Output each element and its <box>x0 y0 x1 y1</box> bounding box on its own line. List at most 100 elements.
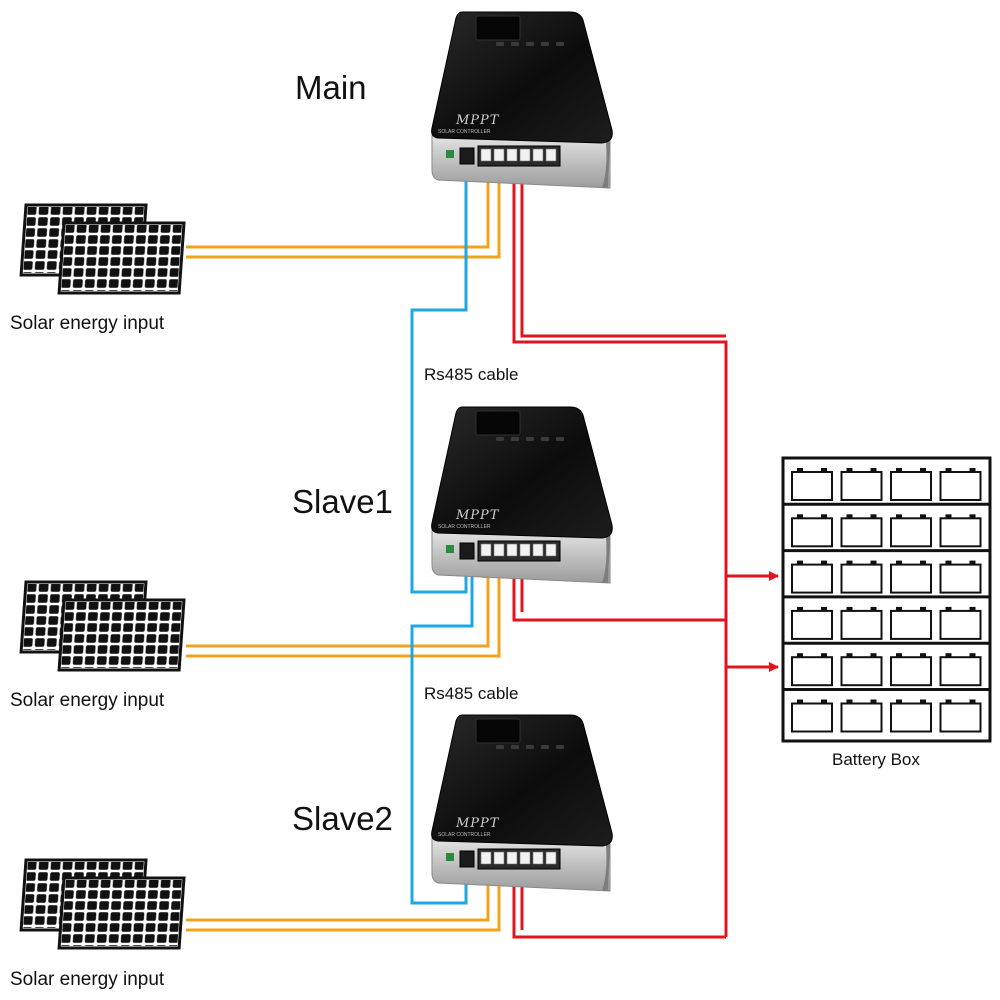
battery-body <box>939 471 982 501</box>
battery-body <box>791 702 833 733</box>
battery-body <box>890 702 932 733</box>
battery-terminal <box>896 560 902 565</box>
controller-terminal-slot <box>519 851 531 865</box>
controller-terminal-slot <box>480 543 492 557</box>
controller-subtitle: SOLAR CONTROLLER <box>438 129 491 135</box>
battery-terminal <box>969 653 976 658</box>
rs485-wire-main-slave1 <box>410 165 468 594</box>
battery-terminal <box>870 560 877 565</box>
battery-body <box>840 702 883 733</box>
controller-display <box>475 15 521 41</box>
controller-key <box>526 437 534 441</box>
battery-cell <box>791 560 833 594</box>
controller-key <box>511 42 519 46</box>
battery-terminal <box>920 699 926 704</box>
controller-brand: MPPT <box>455 508 500 523</box>
controller-terminal-slot <box>506 851 518 865</box>
battery-cell <box>890 653 932 687</box>
controller-terminal-slot <box>493 148 505 162</box>
battery-terminal <box>821 606 827 611</box>
battery-terminal <box>920 468 926 472</box>
battery-cell <box>939 653 982 687</box>
battery-body <box>890 471 932 501</box>
battery-cell <box>939 560 982 594</box>
battery-terminal <box>797 468 803 472</box>
battery-terminal <box>797 699 803 704</box>
controller-brand: MPPT <box>455 816 500 831</box>
battery-terminal <box>945 560 952 565</box>
controller-terminal-slot <box>480 851 492 865</box>
battery-terminal <box>945 653 952 658</box>
battery-terminal <box>969 699 976 704</box>
battery-terminal <box>896 468 902 472</box>
battery-terminal <box>896 514 902 519</box>
controller-display <box>475 718 521 744</box>
controller-display <box>475 410 521 436</box>
battery-body <box>939 656 982 687</box>
controller-key <box>526 42 534 46</box>
controller-terminal-slot <box>545 851 557 865</box>
controller-key <box>556 42 564 46</box>
battery-body <box>890 656 932 687</box>
controller-rj45-port <box>459 542 475 560</box>
battery-terminal <box>797 560 803 565</box>
battery-terminal <box>969 606 976 611</box>
battery-body <box>791 656 833 687</box>
battery-cell <box>840 514 883 548</box>
battery-cell <box>939 468 982 501</box>
battery-cell <box>890 560 932 594</box>
battery-body <box>939 702 982 733</box>
battery-cell <box>791 699 833 733</box>
battery-terminal <box>896 653 902 658</box>
battery-box-label: Battery Box <box>832 750 920 769</box>
battery-box <box>781 456 992 743</box>
controller-key <box>511 437 519 441</box>
battery-cell <box>840 699 883 733</box>
solar-panel-pair <box>19 203 186 295</box>
battery-cell <box>939 606 982 640</box>
battery-terminal <box>920 514 926 519</box>
controller-label-slave2: Slave2 <box>292 800 393 837</box>
controller-key <box>556 745 564 749</box>
controller-terminal-block <box>477 848 561 870</box>
solar-wire-1a <box>186 172 490 249</box>
controller-key <box>526 745 534 749</box>
battery-terminal <box>969 560 976 565</box>
controller-key <box>496 745 504 749</box>
battery-cell <box>791 468 833 501</box>
battery-body <box>939 517 982 548</box>
battery-grid <box>783 468 990 733</box>
solar-panel-pair <box>19 580 186 672</box>
controller-brand: MPPT <box>455 113 500 128</box>
battery-body <box>791 517 833 548</box>
rs485-wire-slave1-slave2 <box>410 570 474 905</box>
controller-key <box>541 745 549 749</box>
slave2-battery-wire <box>512 870 726 939</box>
battery-terminal <box>846 653 853 658</box>
solar-wire-2a <box>186 570 490 648</box>
battery-terminal <box>945 468 952 472</box>
solar-panel-cells <box>61 225 182 291</box>
solar-panel-pair <box>19 858 186 950</box>
battery-terminal <box>797 514 803 519</box>
battery-cell <box>791 606 833 640</box>
solar-panel-cells <box>61 602 182 668</box>
controller-key <box>556 437 564 441</box>
battery-terminal <box>797 653 803 658</box>
controller-housing-side <box>602 535 610 583</box>
controller-terminal-block <box>477 540 561 562</box>
battery-cell <box>890 699 932 733</box>
controller-label-main: Main <box>295 69 367 106</box>
battery-terminal <box>821 653 827 658</box>
battery-terminal <box>945 514 952 519</box>
controller-terminal-slot <box>545 543 557 557</box>
battery-body <box>840 609 883 640</box>
battery-body <box>840 471 883 501</box>
battery-body <box>791 609 833 640</box>
battery-body <box>791 563 833 594</box>
controller-terminal-slot <box>532 148 544 162</box>
solar-panels <box>19 203 186 950</box>
battery-cell <box>890 514 932 548</box>
battery-body <box>890 609 932 640</box>
